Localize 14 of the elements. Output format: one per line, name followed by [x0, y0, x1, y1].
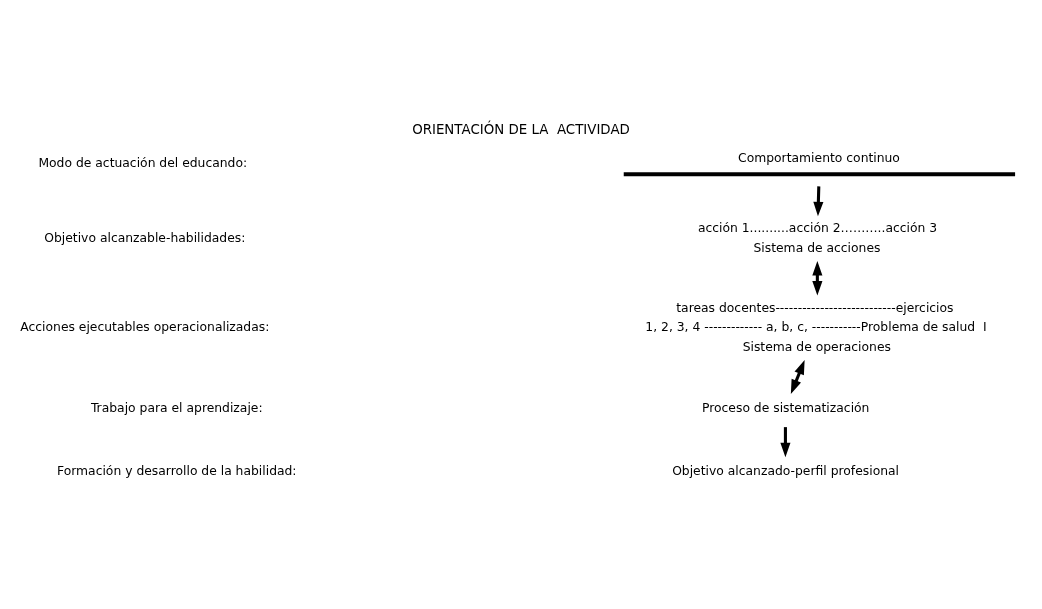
label: Modo de actuación del educando:	[38, 156, 248, 171]
node-box	[623, 172, 1016, 177]
label: Objetivo alcanzable-habilidades:	[44, 230, 246, 245]
label: Trabajo para el aprendizaje:	[90, 400, 263, 415]
node-text: tareas docentes---------------------------ejercicios 1, 2, 3, 4 ------------- a, b, c, -----------Problema de salud I Sistema de operaciones	[645, 300, 987, 354]
node-label: Comportamiento continuo	[738, 151, 900, 166]
label: Acciones ejecutables operacionalizadas:	[20, 319, 270, 334]
diagram-title: ORIENTACIÓN DE LA ACTIVIDAD	[412, 121, 630, 137]
node-text: Objetivo alcanzado-perfil profesional	[672, 464, 900, 479]
arrow	[780, 427, 791, 458]
arrow	[813, 186, 824, 217]
node-text: Proceso de sistematización	[702, 401, 870, 416]
label: Formación y desarrollo de la habilidad:	[56, 463, 297, 478]
node-text: acción 1..........acción 2………..acción 3 Sistema de acciones	[697, 221, 938, 255]
